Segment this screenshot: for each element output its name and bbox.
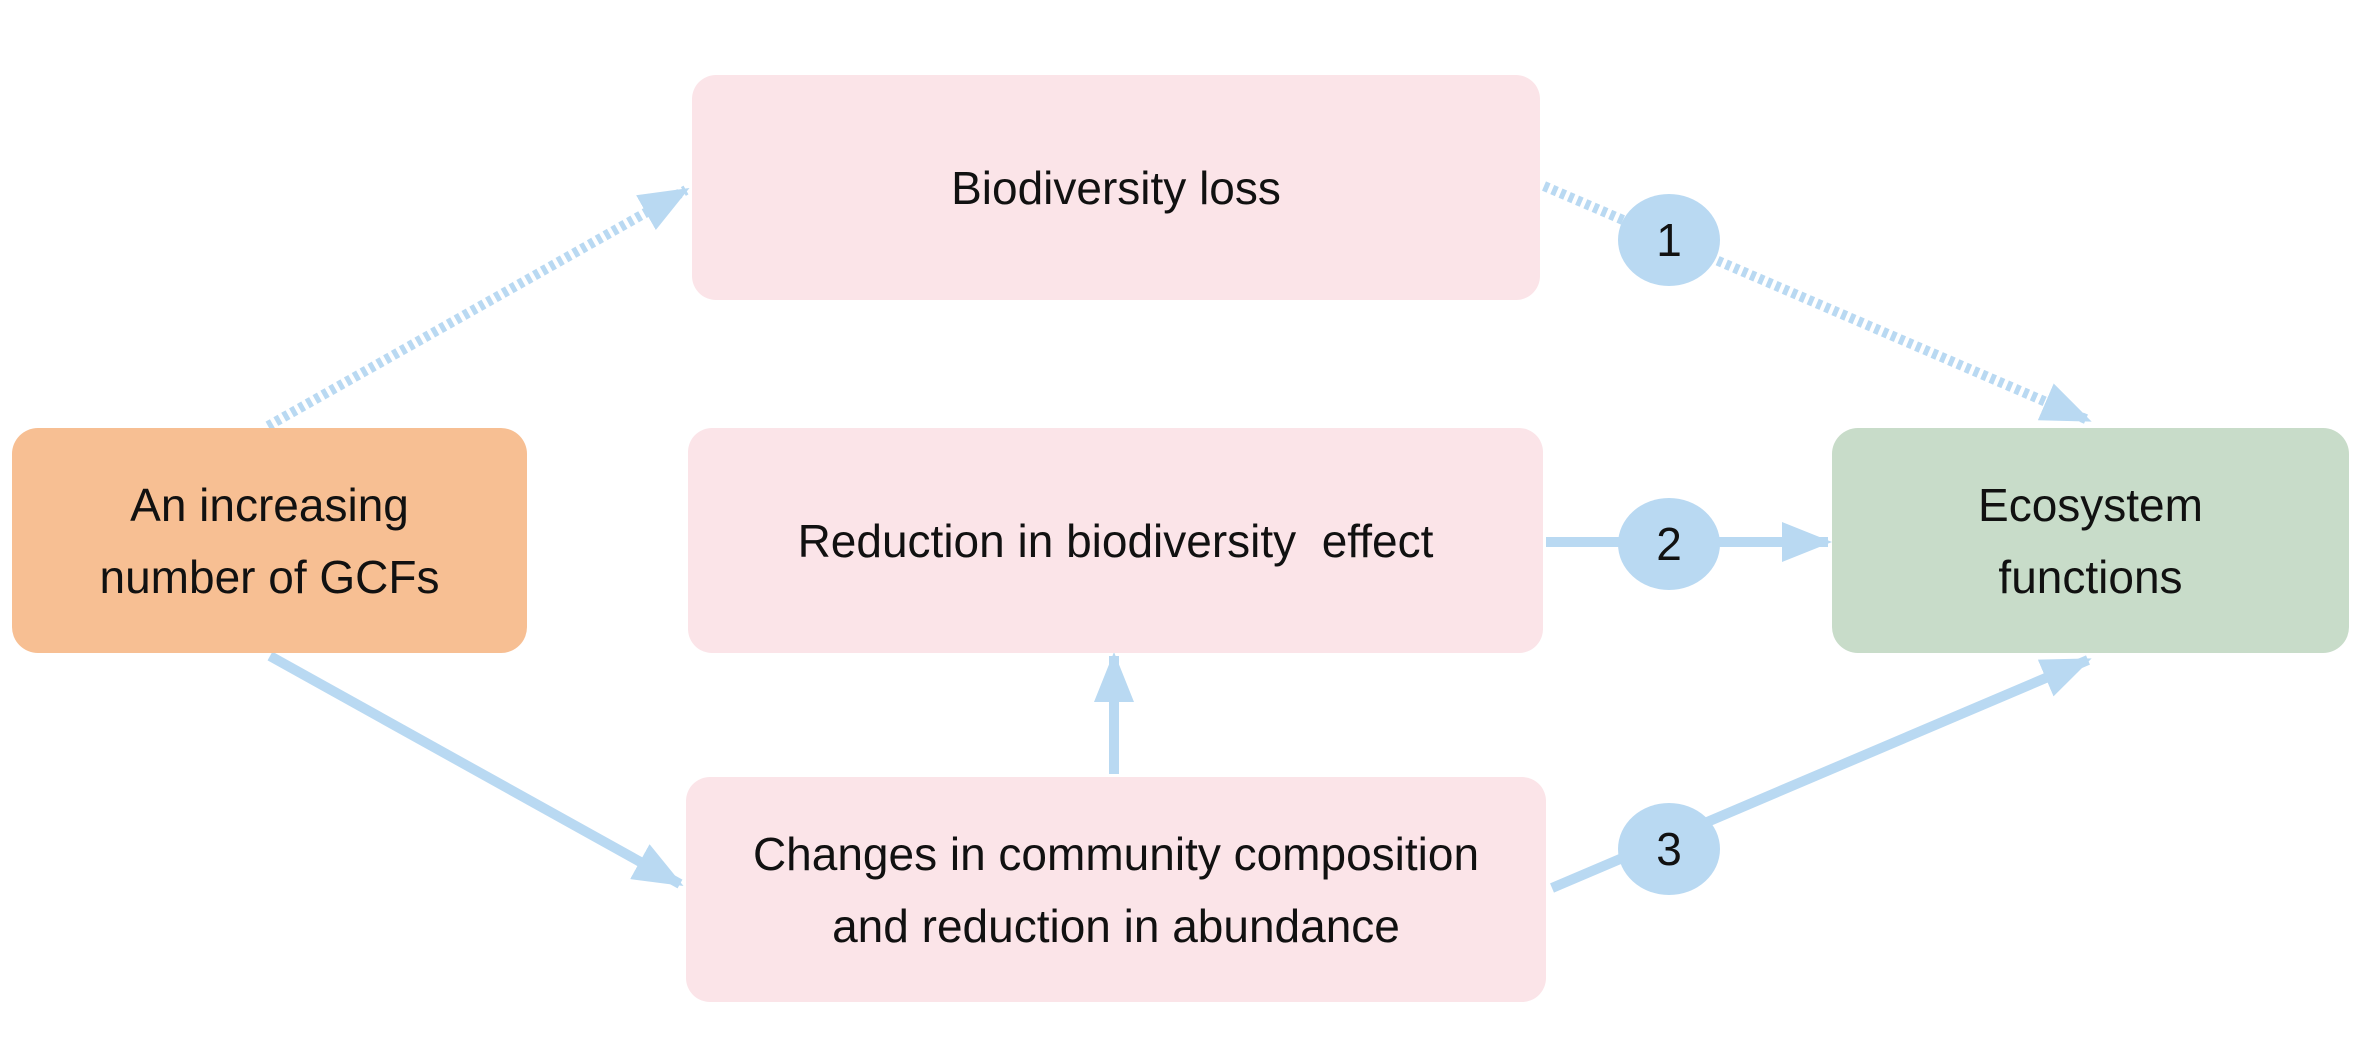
node-label-line: Reduction in biodiversity effect	[797, 514, 1434, 567]
node-label-line: and reduction in abundance	[832, 899, 1400, 952]
node-label-line: number of GCFs	[99, 550, 440, 603]
node-label-line: Ecosystem	[1978, 478, 2203, 531]
arrow-gcf-to-biodiversity-loss	[265, 185, 690, 431]
node-biodiversity-loss: Biodiversity loss	[692, 75, 1540, 300]
node-community-changes: Changes in community composition and red…	[686, 777, 1546, 1002]
node-reduction-in-biodiversity-effect: Reduction in biodiversity effect	[688, 428, 1543, 653]
node-ecosystem-functions: Ecosystem functions	[1832, 428, 2349, 653]
node-label-line: An increasing	[130, 478, 409, 531]
node-label-line: Changes in community composition	[752, 827, 1480, 880]
pathway-badge-3: 3	[1618, 803, 1720, 895]
pathway-badge-2: 2	[1618, 498, 1720, 590]
arrow-gcf-to-community-changes	[267, 651, 684, 889]
node-label-line: functions	[1998, 550, 2183, 603]
node-increasing-gcfs: An increasing number of GCFs	[12, 428, 527, 653]
node-label-line: Biodiversity loss	[951, 161, 1281, 214]
pathway-badge-1: 1	[1618, 194, 1720, 286]
